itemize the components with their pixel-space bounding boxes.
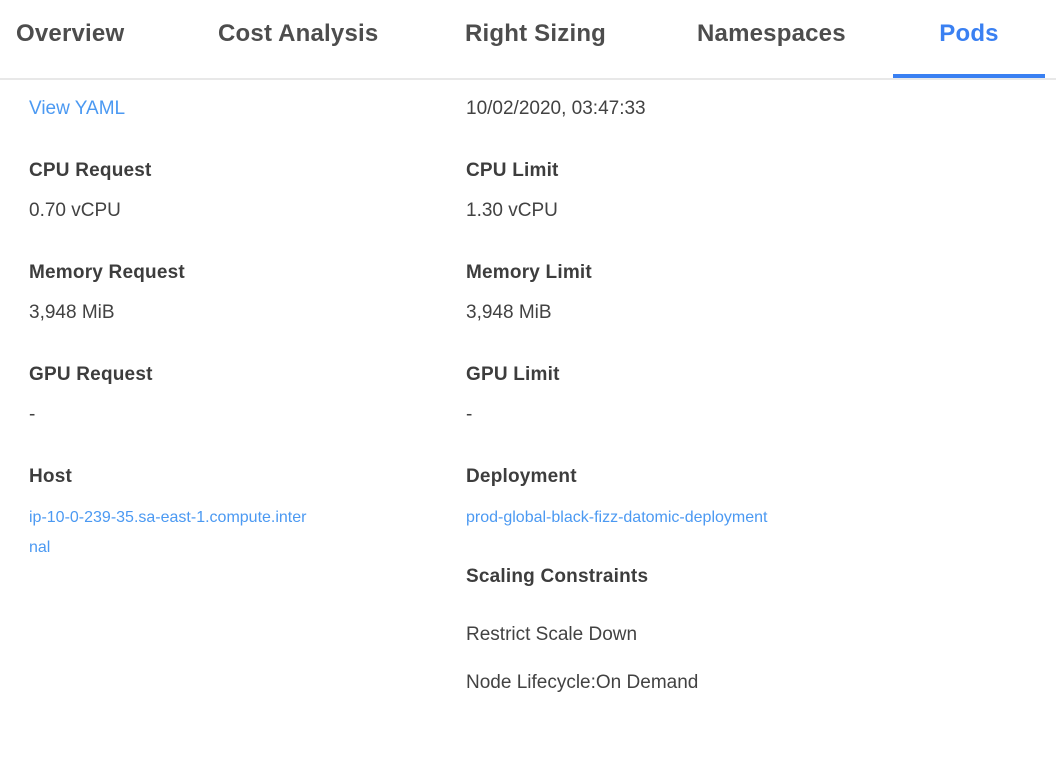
memory-limit-field: Memory Limit 3,948 MiB [466,261,776,325]
gpu-limit-label: GPU Limit [466,364,560,385]
memory-request-value: 3,948 MiB [29,302,115,323]
scaling-constraints-title: Scaling Constraints [466,566,649,587]
detail-column-right: 10/02/2020, 03:47:33 CPU Limit 1.30 vCPU… [466,97,776,695]
tab-pods[interactable]: Pods [939,20,999,47]
tab-cost-analysis[interactable]: Cost Analysis [218,20,379,47]
gpu-limit-field: GPU Limit - [466,363,776,427]
view-yaml-link[interactable]: View YAML [29,98,126,119]
deployment-link[interactable]: prod-global-black-fizz-datomic-deploymen… [466,509,768,526]
scaling-constraint-item: Node Lifecycle:On Demand [466,672,699,693]
scaling-constraint-item: Restrict Scale Down [466,624,638,645]
host-label: Host [29,466,73,487]
deployment-field: Deployment prod-global-black-fizz-datomi… [466,465,776,533]
deployment-label: Deployment [466,466,577,487]
memory-request-field: Memory Request 3,948 MiB [29,261,311,325]
gpu-limit-value: - [466,404,473,425]
cpu-limit-label: CPU Limit [466,160,559,181]
detail-column-left: View YAML CPU Request 0.70 vCPU Memory R… [29,97,311,563]
cpu-request-field: CPU Request 0.70 vCPU [29,159,311,223]
gpu-request-field: GPU Request - [29,363,311,427]
memory-limit-value: 3,948 MiB [466,302,552,323]
cpu-limit-field: CPU Limit 1.30 vCPU [466,159,776,223]
host-field: Host ip-10-0-239-35.sa-east-1.compute.in… [29,465,311,563]
memory-limit-label: Memory Limit [466,262,592,283]
tab-bar: Overview Cost Analysis Right Sizing Name… [0,0,1056,80]
cpu-request-value: 0.70 vCPU [29,200,121,221]
timestamp: 10/02/2020, 03:47:33 [466,98,646,119]
cpu-request-label: CPU Request [29,160,152,181]
gpu-request-value: - [29,404,36,425]
memory-request-label: Memory Request [29,262,185,283]
pod-detail-panel: View YAML CPU Request 0.70 vCPU Memory R… [0,80,1056,695]
active-tab-indicator [893,74,1045,78]
host-link[interactable]: ip-10-0-239-35.sa-east-1.compute.interna… [29,509,307,556]
cpu-limit-value: 1.30 vCPU [466,200,558,221]
tab-right-sizing[interactable]: Right Sizing [465,20,607,47]
tab-overview[interactable]: Overview [16,20,125,47]
tab-namespaces[interactable]: Namespaces [697,20,846,47]
gpu-request-label: GPU Request [29,364,153,385]
